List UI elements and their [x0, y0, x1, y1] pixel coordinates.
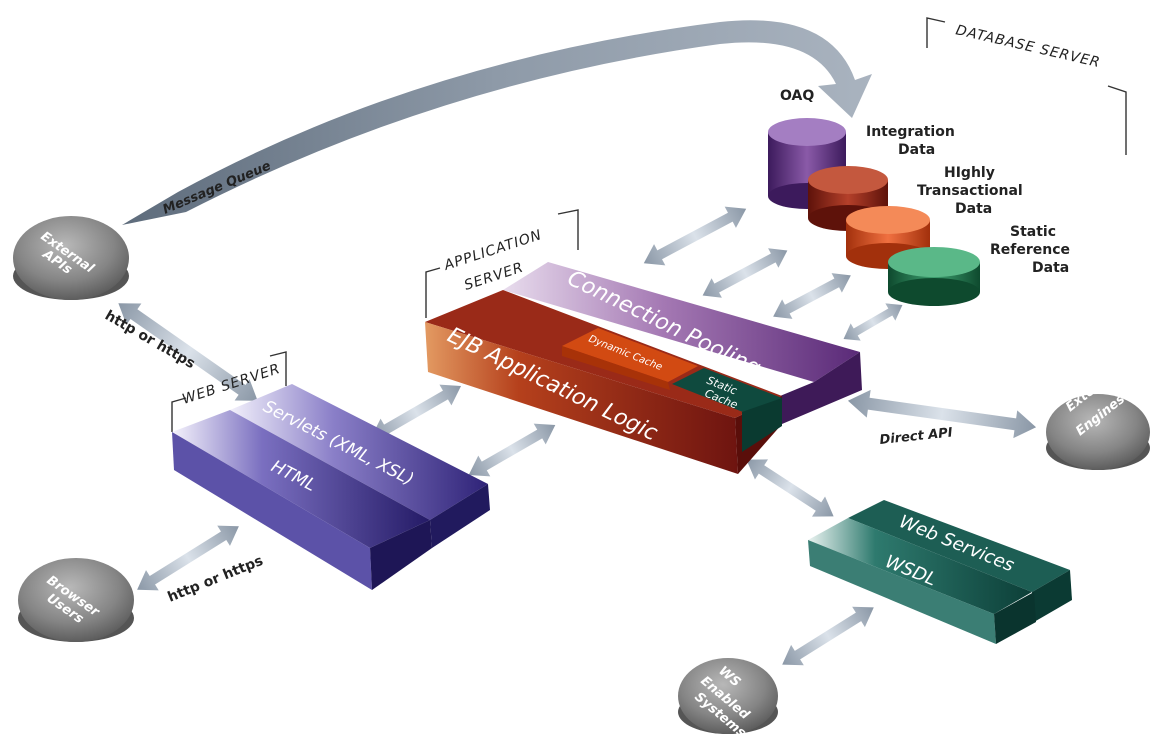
database-server-label: DATABASE SERVER [954, 22, 1102, 71]
arrow-browser [137, 525, 239, 591]
static-cache-block: Static Cache [672, 368, 782, 452]
arrow-db-3 [773, 273, 851, 319]
database-cylinders [768, 118, 980, 306]
arrow-web-app-1 [370, 384, 462, 440]
arrow-db-2 [702, 248, 788, 298]
ws-enabled-systems-disc: WS Enabled Systems [678, 658, 778, 741]
arrow-web-services [746, 459, 834, 517]
highly-label-2: Transactional [917, 183, 1023, 199]
app-server-label-1: APPLICATION [441, 227, 544, 274]
arrow-direct-api [847, 389, 1037, 439]
database-server-bracket: DATABASE SERVER [926, 17, 1127, 155]
browser-users-disc: Browser Users [18, 558, 134, 642]
message-queue-arrow: Message Queue [122, 20, 872, 226]
static-label-1: Static [1010, 224, 1056, 240]
arrow-ws-systems [782, 606, 874, 666]
static-label-2: Reference [990, 242, 1070, 258]
static-label-3: Data [1032, 260, 1069, 276]
html-slab: HTML [172, 410, 432, 590]
external-apis-disc: External APIs [13, 216, 129, 300]
oaq-label: OAQ [780, 88, 814, 104]
database-labels: OAQ Integration Data HIghly Transactiona… [780, 88, 1070, 276]
application-server: APPLICATION SERVER Connection Pooling EJ… [425, 209, 862, 474]
arrow-db-4 [843, 303, 903, 341]
highly-label-3: Data [955, 201, 992, 217]
static-reference-cylinder [888, 247, 980, 306]
arrow-web-app-2 [468, 423, 556, 477]
message-queue-label: Message Queue [161, 159, 274, 218]
arrow-db-1 [643, 206, 747, 266]
wsdl-slab: WSDL [808, 518, 1036, 644]
dynamic-cache-block: Dynamic Cache [562, 328, 698, 390]
integration-label-1: Integration [866, 124, 955, 140]
highly-label-1: HIghly [944, 165, 995, 181]
arrow-external-apis [118, 303, 258, 401]
external-engines-disc: External Engines [1046, 365, 1150, 470]
direct-api-label: Direct API [879, 425, 954, 448]
http-top-label: http or https [102, 308, 198, 373]
integration-label-2: Data [898, 142, 935, 158]
connector-arrows [118, 206, 1037, 666]
